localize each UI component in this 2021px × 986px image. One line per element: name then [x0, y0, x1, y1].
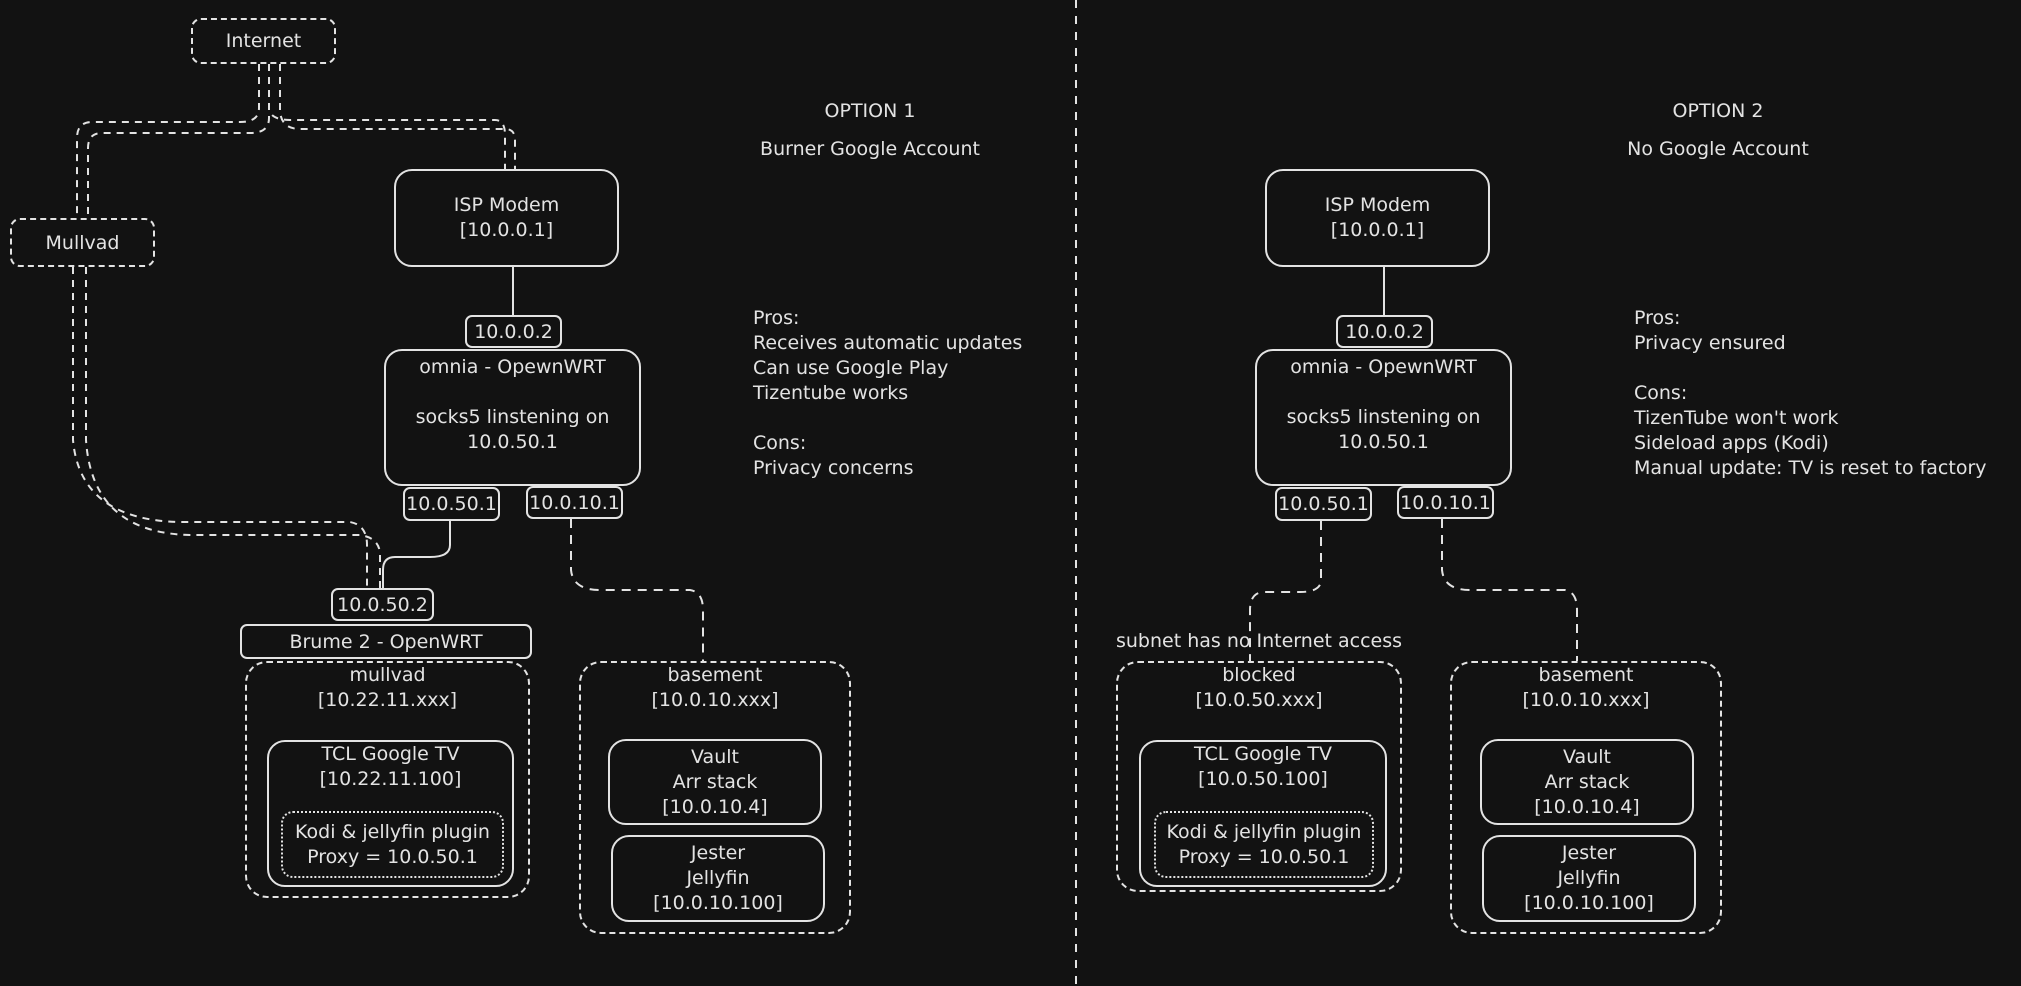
pro-item: Tizentube works	[753, 382, 909, 404]
wan-ip-tag-2: 10.0.0.2	[1336, 315, 1433, 348]
tv-name: TCL Google TV	[321, 743, 460, 765]
cons-label: Cons:	[753, 432, 807, 454]
link-mullvad-brume	[72, 267, 368, 588]
pros-label: Pros:	[1634, 307, 1681, 329]
option1-subtitle: Burner Google Account	[760, 138, 980, 160]
subnet-range: [10.22.11.xxx]	[317, 689, 458, 711]
link-port-basement-2	[1441, 519, 1578, 661]
kodi-proxy: Proxy = 10.0.50.1	[307, 845, 478, 868]
server-name: Vault	[691, 745, 739, 768]
con-item: Privacy concerns	[753, 457, 914, 479]
link-port-brume	[382, 521, 451, 588]
option2-notes: Pros: Privacy ensured Cons: TizenTube wo…	[1634, 306, 1987, 481]
tv-name: TCL Google TV	[1193, 743, 1333, 765]
server-name: Jester	[1561, 842, 1617, 864]
option2-title: OPTION 2	[1672, 100, 1764, 122]
tv-ip: [10.0.50.100]	[1198, 768, 1328, 790]
vault-server: Vault Arr stack [10.0.10.4]	[608, 739, 822, 825]
subnet-name: mullvad	[349, 664, 426, 686]
jester-server-2: Jester Jellyfin [10.0.10.100]	[1482, 835, 1696, 922]
no-internet-note: subnet has no Internet access	[1115, 630, 1403, 652]
internet-label: Internet	[225, 30, 302, 52]
server-name: Jester	[690, 842, 746, 864]
subnet-blocked: blocked [10.0.50.xxx]	[1116, 661, 1402, 892]
subnet-range: [10.0.50.xxx]	[1195, 689, 1323, 711]
vault-server-2: Vault Arr stack [10.0.10.4]	[1480, 739, 1694, 825]
omnia-router-2: omnia - OpewnWRT socks5 linstening on 10…	[1255, 349, 1512, 486]
router-socks-ip: 10.0.50.1	[1338, 431, 1429, 453]
link-mullvad-brume	[85, 267, 381, 588]
router-socks-line: socks5 linstening on	[1286, 406, 1481, 428]
cons-label: Cons:	[1634, 382, 1688, 404]
subnet-basement: basement [10.0.10.xxx]	[579, 661, 851, 934]
kodi-label: Kodi & jellyfin plugin	[295, 820, 490, 843]
pro-item: Privacy ensured	[1634, 332, 1786, 354]
isp-ip: [10.0.0.1]	[1330, 219, 1425, 241]
router-name: omnia - OpewnWRT	[1290, 356, 1477, 378]
server-name: Vault	[1563, 745, 1611, 768]
server-role: Arr stack	[672, 770, 758, 793]
kodi-app-2: Kodi & jellyfin plugin Proxy = 10.0.50.1	[1154, 811, 1374, 878]
option2-subtitle: No Google Account	[1627, 138, 1809, 160]
subnet-range: [10.0.10.xxx]	[651, 689, 779, 711]
link-internet-mullvad	[87, 64, 270, 218]
pro-item: Can use Google Play	[753, 357, 949, 379]
port-tag-10: 10.0.10.1	[526, 486, 623, 519]
isp-name: ISP Modem	[453, 194, 560, 216]
kodi-app: Kodi & jellyfin plugin Proxy = 10.0.50.1	[281, 811, 504, 878]
subnet-name: basement	[667, 664, 763, 686]
brume-ip-tag: 10.0.50.2	[331, 588, 434, 621]
isp-name: ISP Modem	[1324, 194, 1431, 216]
router-name: omnia - OpewnWRT	[419, 356, 606, 378]
wan-ip-tag: 10.0.0.2	[465, 315, 562, 348]
subnet-name: basement	[1538, 664, 1634, 686]
internet-node: Internet	[191, 18, 336, 64]
tcl-tv: TCL Google TV [10.22.11.100]	[267, 740, 514, 887]
link-internet-mullvad	[76, 64, 260, 218]
kodi-label: Kodi & jellyfin plugin	[1166, 820, 1362, 843]
port-tag-50-2: 10.0.50.1	[1275, 487, 1372, 521]
option1-title: OPTION 1	[824, 100, 916, 122]
tv-ip: [10.22.11.100]	[319, 768, 462, 790]
mullvad-node: Mullvad	[10, 218, 155, 267]
isp-modem: ISP Modem [10.0.0.1]	[394, 169, 619, 267]
brume-router: Brume 2 - OpenWRT	[240, 624, 532, 659]
router-socks-ip: 10.0.50.1	[467, 431, 558, 453]
link-internet-isp	[268, 64, 506, 169]
port-tag-10-2: 10.0.10.1	[1397, 486, 1494, 519]
isp-modem-2: ISP Modem [10.0.0.1]	[1265, 169, 1490, 267]
subnet-name: blocked	[1222, 664, 1296, 686]
link-internet-isp	[279, 64, 516, 169]
mullvad-label: Mullvad	[45, 231, 120, 254]
port-tag-50: 10.0.50.1	[403, 487, 500, 521]
con-item: Manual update: TV is reset to factory	[1634, 457, 1987, 479]
pro-item: Receives automatic updates	[753, 332, 1023, 354]
server-role: Arr stack	[1544, 770, 1630, 793]
con-item: Sideload apps (Kodi)	[1634, 432, 1829, 454]
server-role: Jellyfin	[1557, 867, 1621, 889]
server-ip: [10.0.10.4]	[1534, 795, 1640, 818]
server-ip: [10.0.10.4]	[662, 795, 768, 818]
subnet-basement-2: basement [10.0.10.xxx]	[1450, 661, 1722, 934]
server-ip: [10.0.10.100]	[653, 892, 783, 914]
option1-notes: Pros: Receives automatic updates Can use…	[753, 306, 1022, 481]
pros-label: Pros:	[753, 307, 800, 329]
con-item: TizenTube won't work	[1634, 407, 1839, 429]
subnet-range: [10.0.10.xxx]	[1522, 689, 1650, 711]
server-ip: [10.0.10.100]	[1524, 892, 1654, 914]
omnia-router: omnia - OpewnWRT socks5 linstening on 10…	[384, 349, 641, 486]
kodi-proxy: Proxy = 10.0.50.1	[1178, 845, 1350, 868]
jester-server: Jester Jellyfin [10.0.10.100]	[611, 835, 825, 922]
server-role: Jellyfin	[686, 867, 750, 889]
link-port-basement	[570, 519, 704, 661]
router-socks-line: socks5 linstening on	[415, 406, 610, 428]
isp-ip: [10.0.0.1]	[459, 219, 554, 241]
tcl-tv-2: TCL Google TV [10.0.50.100]	[1139, 740, 1387, 887]
subnet-mullvad: mullvad [10.22.11.xxx]	[245, 661, 530, 898]
